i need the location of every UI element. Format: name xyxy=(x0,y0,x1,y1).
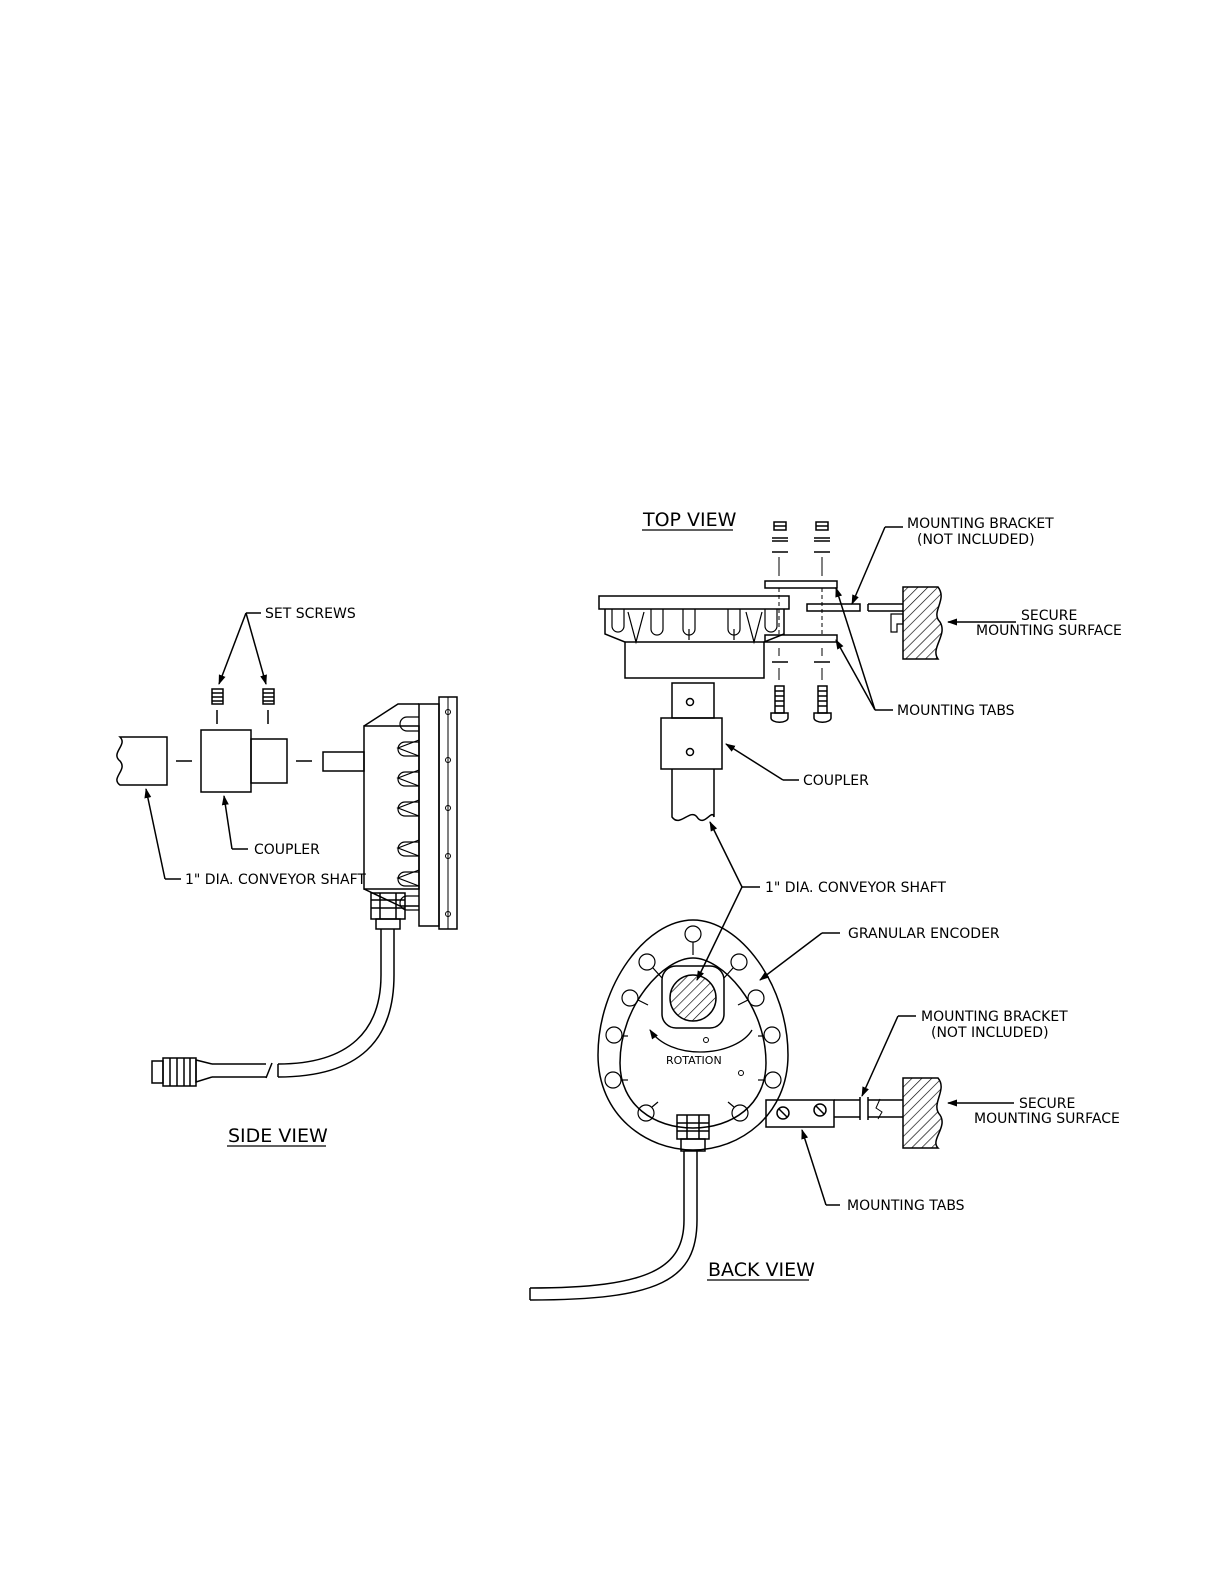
top-mounting-bracket xyxy=(868,604,903,632)
top-screw-2 xyxy=(814,686,831,722)
top-mounting-hardware xyxy=(765,522,860,722)
side-cable-connector xyxy=(152,1058,212,1086)
top-bracket-label-line2: (NOT INCLUDED) xyxy=(917,532,1035,548)
side-cable-gland xyxy=(371,893,405,929)
back-cable-gland xyxy=(677,1115,709,1151)
top-encoder-body xyxy=(599,596,789,678)
shared-shaft-leader xyxy=(697,822,760,980)
side-encoder-shaft xyxy=(323,752,364,771)
side-cable xyxy=(212,929,394,1078)
back-mounting-bracket xyxy=(860,1097,903,1120)
back-surface-label-line1: SECURE xyxy=(1019,1096,1075,1112)
side-conveyor-shaft xyxy=(117,737,167,785)
set-screw-2 xyxy=(263,689,274,704)
back-mounting-tabs xyxy=(766,1100,860,1127)
back-view-title: BACK VIEW xyxy=(708,1259,815,1281)
top-bracket-label-line1: MOUNTING BRACKET xyxy=(907,516,1054,532)
back-view xyxy=(530,920,1014,1300)
granular-encoder-label: GRANULAR ENCODER xyxy=(848,926,1000,942)
top-surface-label-line1: SECURE xyxy=(1021,608,1077,624)
side-shaft-label: 1" DIA. CONVEYOR SHAFT xyxy=(185,872,366,888)
back-surface-label-line2: MOUNTING SURFACE xyxy=(974,1111,1120,1127)
back-cable xyxy=(530,1151,697,1300)
side-view-title: SIDE VIEW xyxy=(228,1125,328,1147)
top-surface-label-line2: MOUNTING SURFACE xyxy=(976,623,1122,639)
back-bracket-label-line2: (NOT INCLUDED) xyxy=(931,1025,1049,1041)
rotation-arrow xyxy=(650,1030,752,1052)
top-tabs-label: MOUNTING TABS xyxy=(897,703,1015,719)
top-conveyor-shaft xyxy=(672,769,714,820)
side-coupler-label: COUPLER xyxy=(254,842,320,858)
shared-shaft-label: 1" DIA. CONVEYOR SHAFT xyxy=(765,880,946,896)
back-tabs-label: MOUNTING TABS xyxy=(847,1198,965,1214)
side-coupler xyxy=(201,730,287,792)
set-screws-label: SET SCREWS xyxy=(265,606,356,622)
top-mounting-surface xyxy=(903,587,942,659)
set-screw-1 xyxy=(212,689,223,704)
top-coupler xyxy=(661,683,722,769)
rotation-label: ROTATION xyxy=(666,1054,722,1067)
back-bracket-label-line1: MOUNTING BRACKET xyxy=(921,1009,1068,1025)
top-coupler-label: COUPLER xyxy=(803,773,869,789)
top-screw-1 xyxy=(771,686,788,722)
back-mounting-surface xyxy=(903,1078,942,1148)
side-encoder-body xyxy=(364,697,457,929)
back-flange-ports xyxy=(605,926,781,1121)
top-view-title: TOP VIEW xyxy=(642,509,737,531)
